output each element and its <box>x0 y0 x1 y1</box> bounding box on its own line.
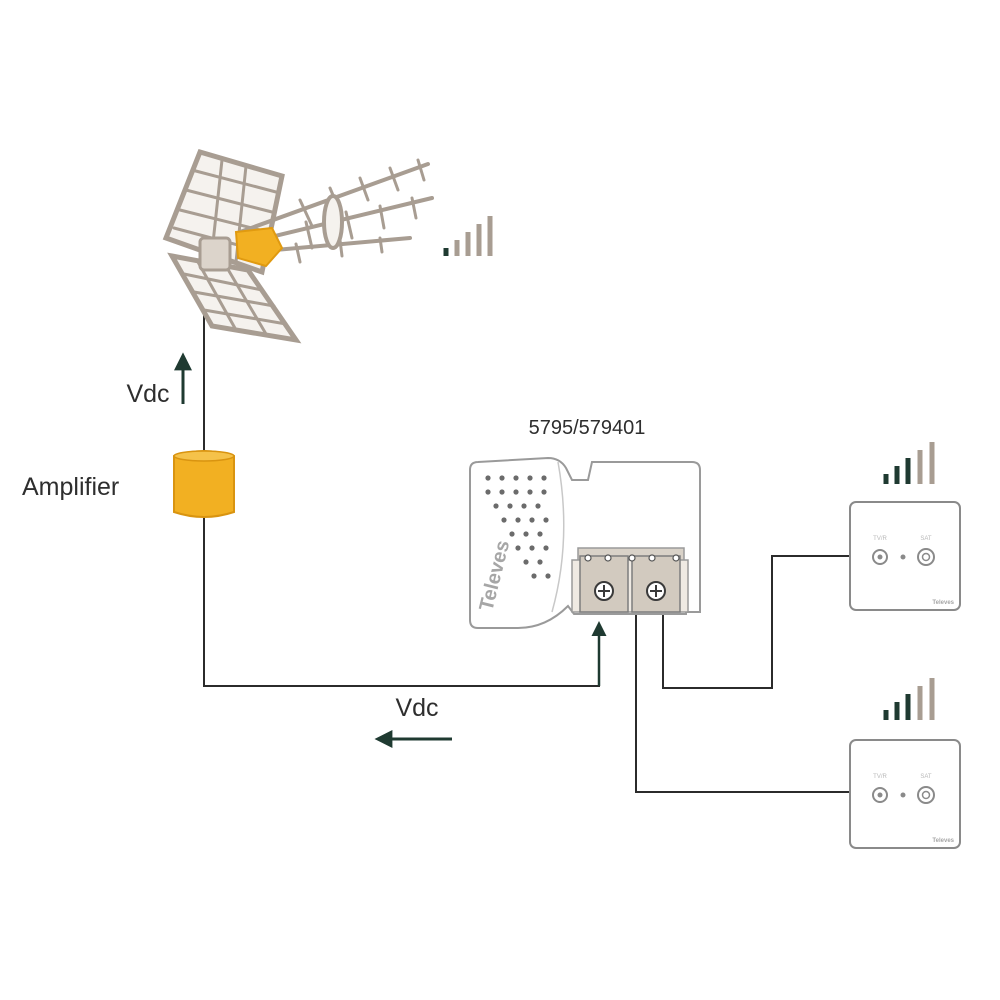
vdc-up-label: Vdc <box>126 380 169 408</box>
outlet-2-brand: Televes <box>932 838 954 844</box>
outlet-1-port-sat-label: SAT <box>920 536 932 542</box>
yagi-antenna-icon <box>162 148 434 344</box>
outlet-2-port-tv-label: TV/R <box>873 774 887 780</box>
psu-output-port-1 <box>579 555 629 613</box>
cable-psu-to-outlet-top <box>662 555 850 689</box>
psu-vent-holes <box>485 475 551 579</box>
outlet-1-signal-bars-icon <box>883 442 935 484</box>
cable-psu-to-outlet-bottom <box>635 612 850 793</box>
amplifier-label: Amplifier <box>22 473 119 501</box>
wall-outlet-1: TV/R SAT Televes <box>849 501 961 611</box>
outlet-1-port-tv-label: TV/R <box>873 536 887 542</box>
wall-outlet-2: TV/R SAT Televes <box>849 739 961 849</box>
model-number-label: 5795/579401 <box>529 417 646 439</box>
antenna-head-module <box>234 226 284 268</box>
vdc-bottom-label: Vdc <box>395 694 438 722</box>
outlet-2-signal-bars-icon <box>883 678 935 720</box>
mast-amplifier-icon <box>173 450 235 518</box>
outlet-1-brand: Televes <box>932 600 954 606</box>
outlet-2-port-sat-label: SAT <box>920 774 932 780</box>
antenna-dipole <box>322 194 344 250</box>
power-supply-icon: Televes <box>469 456 701 629</box>
signal-bars-icon <box>443 216 493 256</box>
